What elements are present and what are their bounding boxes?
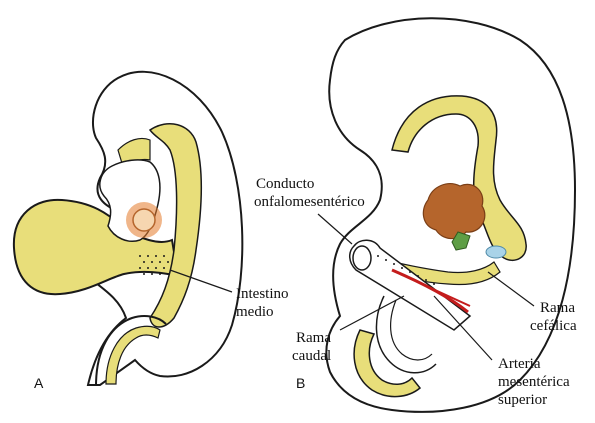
label-intestino-medio-line1: Intestino: [236, 286, 289, 302]
cord-opening-b: [353, 246, 371, 270]
label-conducto-line2: onfalomesentérico: [254, 194, 365, 210]
label-rama-cefalica-line2: cefálica: [530, 318, 577, 334]
conducto-leader: [318, 214, 352, 244]
embryo-a: [14, 72, 242, 386]
label-intestino-medio-line2: medio: [236, 304, 274, 320]
gallbladder-b: [486, 246, 506, 258]
label-arteria-line3: superior: [498, 392, 547, 408]
label-rama-caudal-line1: Rama: [296, 330, 331, 346]
label-arteria-line1: Arteria: [498, 356, 541, 372]
label-conducto-line1: Conducto: [256, 176, 314, 192]
embryo-b: [318, 18, 575, 412]
label-arteria-line2: mesentérica: [498, 374, 570, 390]
panel-label-b: B: [296, 375, 305, 391]
label-rama-cefalica-line1: Rama: [540, 300, 575, 316]
panel-label-a: A: [34, 375, 44, 391]
label-rama-caudal-line2: caudal: [292, 348, 331, 364]
heart-a: [133, 209, 155, 231]
